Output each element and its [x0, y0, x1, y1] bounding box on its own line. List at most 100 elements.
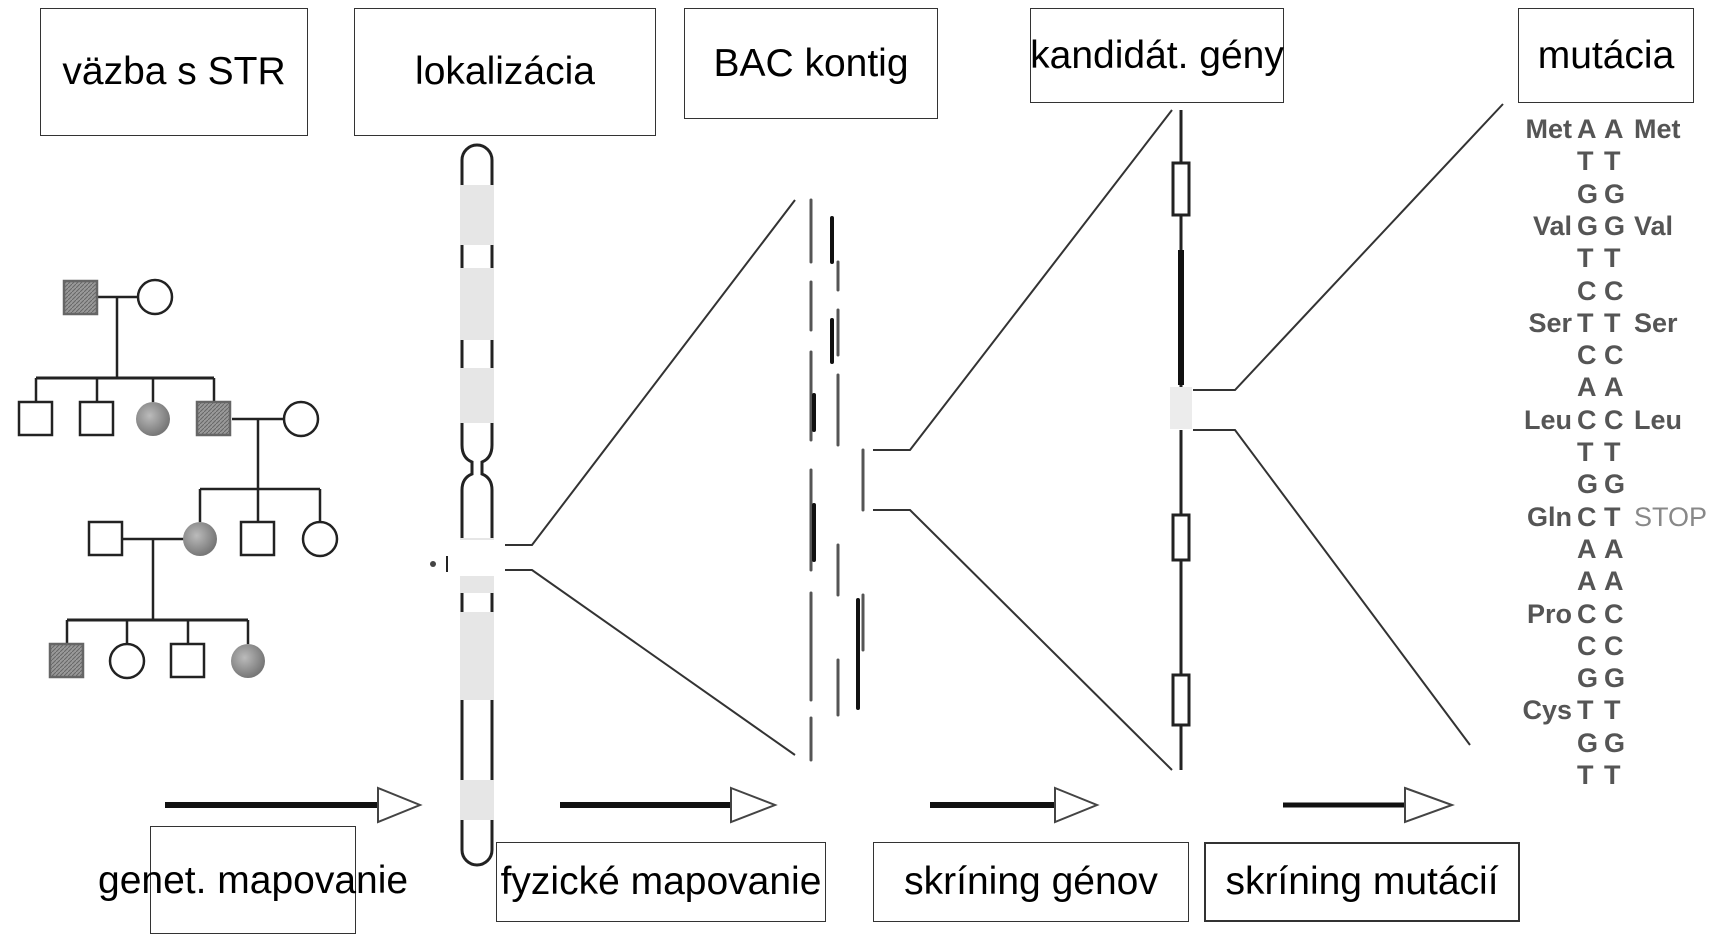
amino-acid-left: Pro [1526, 598, 1572, 629]
label-skrining-mutacii: skríning mutácií [1204, 842, 1520, 922]
affected-female-symbol [231, 644, 265, 678]
amino-acid-left: Val [1532, 210, 1572, 241]
label-vazba-s-str: väzba s STR [40, 8, 308, 136]
base-left: T [1577, 695, 1594, 726]
base-left: C [1577, 501, 1597, 532]
base-left: C [1577, 275, 1597, 306]
amino-acid-left: Gln [1527, 501, 1572, 532]
male-symbol [87, 520, 124, 557]
base-right: A [1604, 114, 1624, 144]
female-symbol [301, 520, 339, 558]
base-left: A [1577, 114, 1597, 144]
base-right: T [1604, 501, 1621, 532]
base-left: T [1577, 243, 1594, 274]
label-lokalizacia-text: lokalizácia [415, 50, 595, 93]
label-mutacia: mutácia [1518, 8, 1694, 103]
label-vazba-text: väzba s STR [62, 50, 286, 93]
label-bac-text: BAC kontig [713, 41, 909, 85]
male-symbol [239, 520, 276, 557]
label-fyzicke-mapovanie: fyzické mapovanie [496, 842, 826, 922]
affected-male-symbol [62, 279, 99, 316]
base-right: G [1604, 210, 1626, 241]
base-left: A [1577, 372, 1597, 403]
base-right: T [1604, 760, 1621, 790]
pedigree [17, 278, 339, 680]
amino-acid-right: Leu [1634, 404, 1683, 435]
affected-female-symbol [136, 402, 170, 436]
base-right: G [1604, 663, 1626, 694]
base-right: G [1604, 727, 1626, 758]
label-kandidat-geny: kandidát. gény [1030, 8, 1284, 103]
base-right: C [1604, 275, 1624, 306]
base-left: G [1577, 727, 1599, 758]
base-right: T [1604, 243, 1621, 274]
female-symbol [136, 278, 174, 316]
base-left: T [1577, 760, 1594, 790]
base-right: A [1604, 566, 1624, 597]
amino-acid-right: Val [1634, 210, 1674, 241]
amino-acid-right: Ser [1634, 307, 1678, 338]
base-left: T [1577, 146, 1594, 177]
label-skrining-genov: skríning génov [873, 842, 1189, 922]
base-right: C [1604, 404, 1624, 435]
arrow-3 [930, 786, 1100, 824]
male-symbol [169, 642, 206, 679]
label-lokalizacia: lokalizácia [354, 8, 656, 136]
base-left: G [1577, 210, 1599, 241]
male-symbol [78, 400, 115, 437]
base-right: C [1604, 340, 1624, 371]
label-kandidat-text: kandidát. gény [1030, 33, 1284, 77]
amino-acid-left: Ser [1528, 307, 1572, 338]
label-mutacia-text: mutácia [1537, 33, 1675, 77]
base-left: C [1577, 404, 1597, 435]
female-symbol [282, 400, 320, 438]
base-left: C [1577, 598, 1597, 629]
arrows [165, 786, 1455, 824]
base-right: A [1604, 533, 1624, 564]
amino-acid-left: Cys [1522, 695, 1572, 726]
arrow-2 [560, 786, 778, 824]
base-left: G [1577, 178, 1599, 209]
label-bac-kontig: BAC kontig [684, 8, 938, 119]
amino-acid-right: STOP [1634, 501, 1708, 532]
amino-acid-right: Met [1634, 114, 1681, 144]
candidate-gene [1170, 110, 1192, 770]
base-right: C [1604, 630, 1624, 661]
zoom-lines [505, 103, 1504, 771]
base-right: A [1604, 372, 1624, 403]
base-right: T [1604, 695, 1621, 726]
affected-male-symbol [195, 400, 232, 437]
label-skrining-genov-text: skríning génov [904, 860, 1158, 903]
base-right: G [1604, 469, 1626, 500]
base-right: C [1604, 598, 1624, 629]
base-left: C [1577, 630, 1597, 661]
label-skrining-mutacii-text: skríning mutácií [1225, 860, 1499, 903]
bac-contig [809, 198, 865, 762]
label-fyzicke-text: fyzické mapovanie [500, 860, 822, 903]
label-genet-mapovanie: genet. mapovanie [98, 859, 409, 902]
base-left: G [1577, 469, 1599, 500]
arrow-1 [165, 786, 423, 824]
base-right: T [1604, 437, 1621, 467]
amino-acid-left: Met [1525, 114, 1573, 144]
base-left: T [1577, 437, 1594, 467]
